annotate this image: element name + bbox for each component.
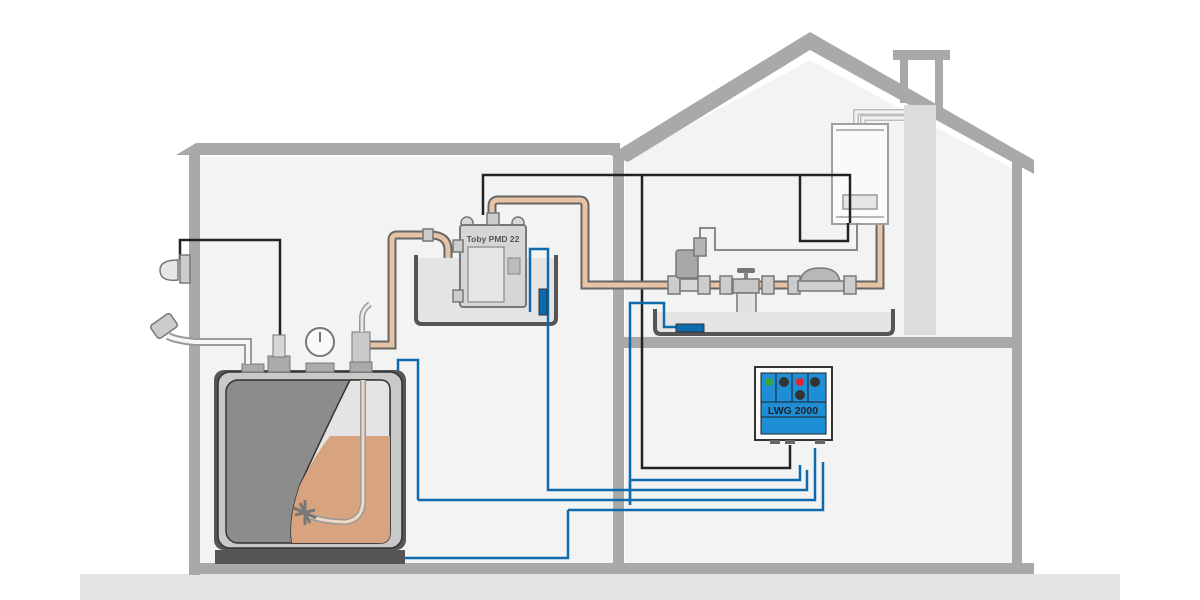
pump-module-label: Toby PMD 22 — [467, 234, 520, 244]
floor-line — [189, 563, 1034, 574]
pressure-regulator — [799, 267, 841, 284]
boiler — [831, 109, 904, 225]
controller-label: LWG 2000 — [768, 405, 818, 417]
sensor-cables — [275, 247, 825, 560]
chimney-top — [893, 50, 950, 60]
boiler-tray-sensor — [675, 323, 705, 333]
upper-floor — [624, 337, 1014, 348]
button-1 — [779, 377, 789, 387]
pmd-tray-sensor — [538, 288, 548, 316]
fill-pipe — [150, 312, 252, 364]
oil-tank — [214, 301, 406, 564]
power-cables — [178, 173, 852, 470]
ground — [80, 574, 1120, 600]
signal-wire — [699, 223, 858, 251]
gable-roof — [610, 32, 1034, 174]
button-3 — [810, 377, 820, 387]
divider-wall — [613, 155, 624, 570]
right-building — [610, 32, 1034, 570]
left-wall-outer — [189, 155, 200, 575]
green-led — [765, 378, 773, 386]
left-roof — [176, 143, 620, 155]
button-2 — [795, 390, 805, 400]
house-interior — [625, 60, 1012, 563]
flue — [904, 105, 936, 335]
boiler-display — [842, 194, 878, 210]
right-wall — [1012, 160, 1022, 570]
controller: LWG 2000 — [754, 366, 833, 444]
red-led — [796, 378, 804, 386]
shutoff-valve-handle — [737, 268, 755, 273]
suction-float — [293, 500, 317, 525]
fill-cap — [150, 312, 178, 340]
solenoid-valve — [675, 249, 699, 279]
pump-module: Toby PMD 22 — [422, 212, 527, 308]
vent-whistle — [159, 254, 191, 284]
chimney-right — [935, 58, 943, 108]
chimney-left — [900, 58, 908, 103]
inline-fittings — [667, 237, 857, 330]
